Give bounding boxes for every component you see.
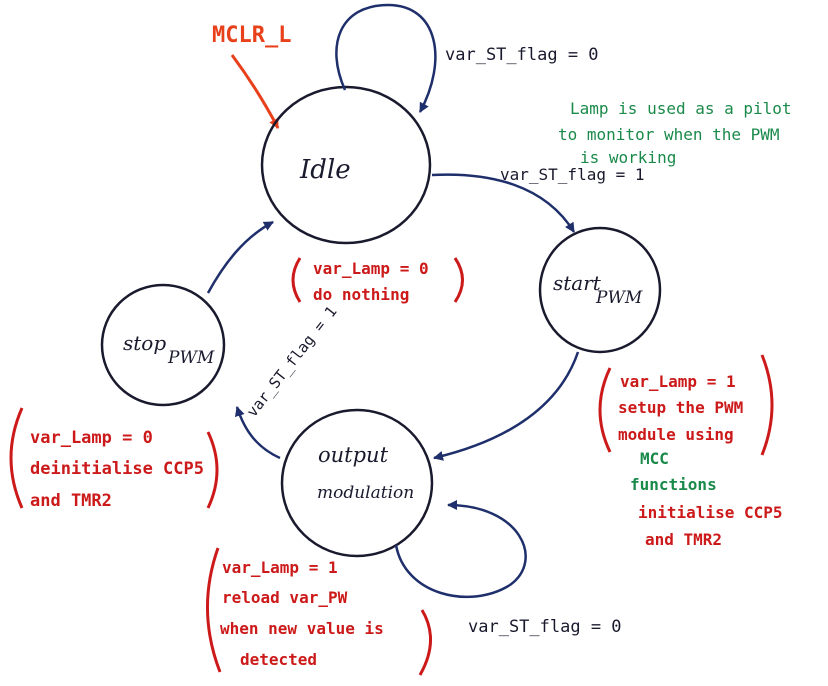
arrow-start-to-output <box>433 351 580 461</box>
output-note-bracket-left <box>206 547 222 673</box>
pilot-note-line-3: is working <box>580 148 676 167</box>
stop-note-bracket-right <box>206 431 219 509</box>
arrow-idle-to-start-label: var_ST_flag = 1 <box>500 165 645 184</box>
stop-note-line-3: and TMR2 <box>30 491 112 511</box>
output-note-line-3: when new value is <box>220 619 384 638</box>
start-note-bracket-right <box>760 354 774 456</box>
state-start-pwm <box>538 226 662 354</box>
stop-note-line-1: var_Lamp = 0 <box>30 428 153 448</box>
idle-self-loop-label: var_ST_flag = 0 <box>445 45 599 65</box>
state-idle <box>260 85 432 245</box>
arrow-idle-to-start <box>431 173 576 233</box>
arrow-stop-to-idle <box>206 220 274 294</box>
start-note-line-1: var_Lamp = 1 <box>620 372 736 391</box>
start-note-line-6: initialise CCP5 <box>638 503 783 522</box>
start-note-line-2: setup the PWM <box>618 398 743 417</box>
output-self-loop <box>394 500 527 599</box>
state-output-label-1: output <box>318 443 389 467</box>
pilot-note-line-1: Lamp is used as a pilot <box>570 99 792 118</box>
output-note-bracket-right <box>418 609 432 676</box>
state-start-pwm-label-1: start <box>553 271 602 295</box>
reset-arrow <box>230 54 280 129</box>
output-note-line-2: reload var_PW <box>222 588 348 607</box>
stop-note-bracket-left <box>9 407 24 509</box>
state-idle-label: Idle <box>299 155 351 185</box>
arrow-output-to-stop-label: var_ST_flag = 1 <box>243 303 341 421</box>
stop-note-line-2: deinitialise CCP5 <box>30 459 204 479</box>
output-note-line-1: var_Lamp = 1 <box>222 558 338 577</box>
output-note-line-4: detected <box>240 650 317 669</box>
idle-note-line-2: do nothing <box>313 285 409 304</box>
start-note-line-3: module using <box>618 425 734 444</box>
arrow-output-to-stop <box>234 406 281 460</box>
idle-note-line-1: var_Lamp = 0 <box>313 259 429 278</box>
state-stop-pwm <box>100 283 226 407</box>
reset-label: MCLR_L <box>212 23 291 48</box>
idle-self-loop <box>335 3 437 113</box>
state-output-label-2: modulation <box>317 483 414 503</box>
state-stop-pwm-label-2: PWM <box>167 348 215 368</box>
start-note-line-7: and TMR2 <box>645 530 722 549</box>
start-note-bracket-left <box>598 367 612 453</box>
state-output-modulation <box>280 408 434 558</box>
pilot-note-line-2: to monitor when the PWM <box>558 125 780 144</box>
state-stop-pwm-label-1: stop <box>123 331 166 355</box>
start-note-line-5: functions <box>630 475 717 494</box>
start-note-line-4: MCC <box>640 449 669 468</box>
idle-note-bracket-right <box>453 257 464 303</box>
idle-note-bracket-left <box>291 257 302 303</box>
state-start-pwm-label-2: PWM <box>595 288 643 308</box>
output-self-loop-label: var_ST_flag = 0 <box>468 617 622 637</box>
